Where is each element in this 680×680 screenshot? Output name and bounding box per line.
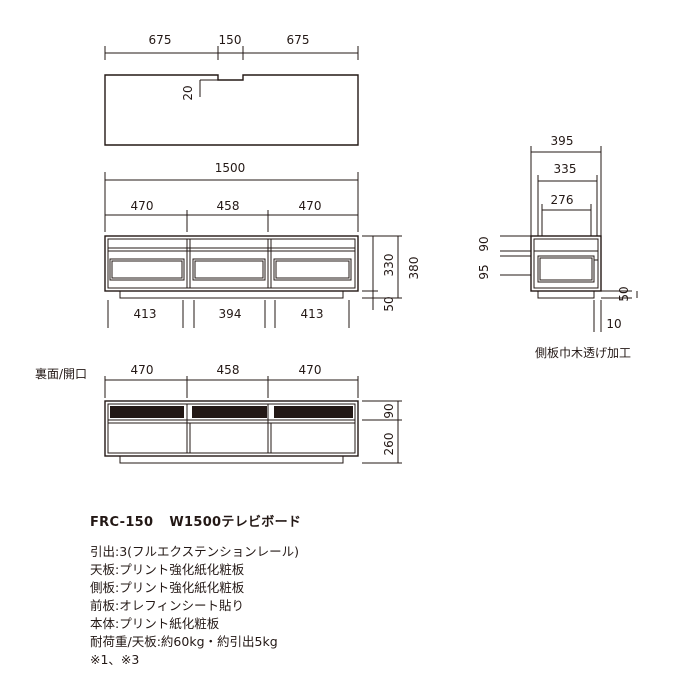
back-view-label: 裏面/開口 [35,366,87,381]
back-base [119,455,344,464]
front-overall-width: 1500 [215,161,246,175]
side-offset: 10 [606,317,621,331]
spec-side-board: 側板:プリント強化紙化粧板 [90,580,245,595]
front-height-total: 380 [407,257,421,280]
top-dim-center: 150 [219,33,242,47]
top-notch-dim: 20 [181,85,195,100]
spec-drawer: 引出:3(フルエクステンションレール) [90,544,300,559]
front-drawer-width-left: 413 [134,307,157,321]
side-drawer-depth: 276 [551,193,574,207]
spec-notes: ※1、※3 [90,652,140,667]
back-section-left: 470 [131,363,154,377]
front-drawer-width-right: 413 [301,307,324,321]
side-view-caption: 側板巾木透げ加工 [535,346,631,360]
front-section-right: 470 [299,199,322,213]
front-base-height: 50 [382,296,396,311]
front-drawer-right [273,258,352,281]
model-number: FRC-150 [90,515,154,530]
side-view: 395 335 276 90 95 50 10 側板巾木透げ加工 [477,134,638,360]
back-height-lower: 260 [382,433,396,456]
front-section-left: 470 [131,199,154,213]
back-opening-left [110,406,184,418]
front-cabinet-outline [104,235,359,292]
side-height-upper: 90 [477,236,491,251]
front-base [119,290,344,299]
spec-block: FRC-150 W1500テレビボード 引出:3(フルエクステンションレール) 天… [90,511,301,669]
front-drawer-width-center: 394 [219,307,242,321]
top-dim-right: 675 [287,33,310,47]
front-view: 1500 470 458 470 330 380 50 [104,161,421,328]
top-view: 675 150 675 20 [104,33,359,146]
back-section-right: 470 [299,363,322,377]
model-heading: FRC-150 W1500テレビボード [90,511,301,530]
front-drawer-center [192,258,266,281]
spec-load-capacity: 耐荷重/天板:約60kg・約引出5kg [90,634,278,649]
back-height-upper: 90 [382,403,396,418]
back-opening-center [192,406,267,418]
spec-front-board: 前板:オレフィンシート貼り [90,598,244,613]
side-cabinet-outline [530,235,602,292]
front-section-center: 458 [217,199,240,213]
product-name: W1500テレビボード [169,515,302,530]
back-view: 裏面/開口 470 458 470 90 260 [35,363,402,464]
spec-body: 本体:プリント紙化粧板 [90,616,220,631]
spec-top-board: 天板:プリント強化紙化粧板 [90,562,245,577]
side-depth: 395 [551,134,574,148]
top-board-outline [104,74,359,146]
side-base [537,290,595,299]
back-section-center: 458 [217,363,240,377]
side-inner-depth: 335 [554,162,577,176]
back-opening-right [274,406,353,418]
front-height-inner: 330 [382,254,396,277]
front-drawer-left [109,258,185,281]
side-drawer [537,255,595,283]
side-height-lower: 95 [477,264,491,279]
side-base-height: 50 [617,286,631,301]
top-dim-left: 675 [149,33,172,47]
